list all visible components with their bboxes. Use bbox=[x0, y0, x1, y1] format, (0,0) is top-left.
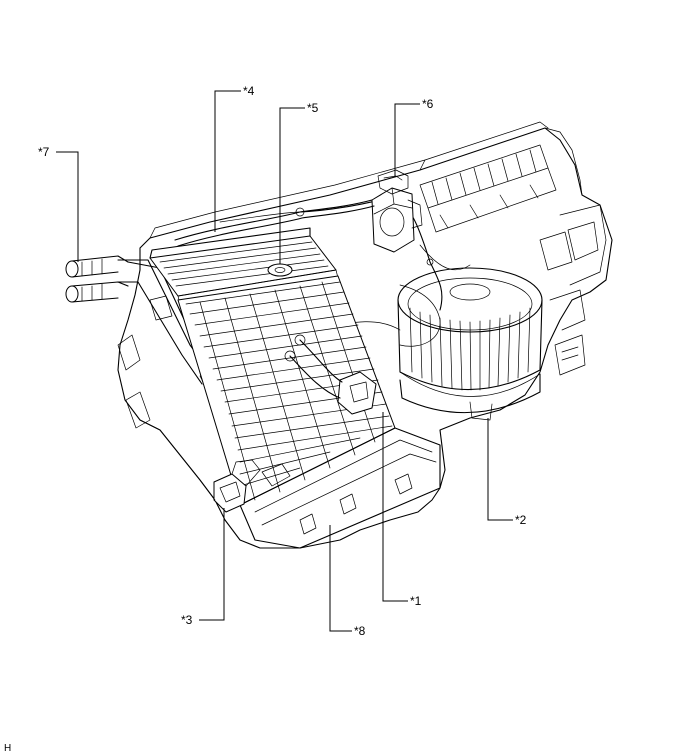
leader-line-c1 bbox=[382, 412, 408, 602]
left-side-panel bbox=[117, 295, 216, 501]
corner-mark: H bbox=[4, 743, 11, 754]
leader-line-c7 bbox=[56, 151, 79, 262]
right-housing-detail bbox=[539, 204, 607, 376]
leader-lines bbox=[56, 90, 513, 632]
blower-fan-cage bbox=[397, 267, 543, 421]
callout-labels: *1 *2 *3 *4 *5 *6 *7 *8 bbox=[38, 84, 527, 638]
leader-line-c8 bbox=[329, 525, 352, 632]
temperature-sensor bbox=[267, 263, 293, 277]
leader-line-c3 bbox=[199, 508, 225, 621]
leader-line-c2 bbox=[487, 418, 513, 521]
leader-line-c4 bbox=[214, 90, 241, 232]
expansion-valve bbox=[284, 334, 377, 415]
evaporator-frame bbox=[149, 227, 339, 305]
callout-label-c7: *7 bbox=[38, 145, 50, 159]
rear-duct-ribs bbox=[419, 144, 557, 233]
left-connector bbox=[213, 459, 291, 513]
callout-label-c6: *6 bbox=[422, 97, 434, 111]
evaporator-core-face bbox=[177, 275, 396, 506]
callout-label-c2: *2 bbox=[515, 513, 527, 527]
hvac-unit-illustration bbox=[65, 121, 613, 549]
callout-label-c5: *5 bbox=[307, 101, 319, 115]
callout-label-c3: *3 bbox=[181, 613, 193, 627]
callout-label-c1: *1 bbox=[410, 594, 422, 608]
callout-label-c4: *4 bbox=[243, 84, 255, 98]
callout-label-c8: *8 bbox=[354, 624, 366, 638]
leader-line-c6 bbox=[394, 103, 420, 176]
servo-actuator bbox=[371, 169, 423, 253]
lower-tray bbox=[239, 427, 441, 549]
top-refrigerant-tube bbox=[174, 199, 375, 247]
leader-line-c5 bbox=[279, 107, 305, 264]
